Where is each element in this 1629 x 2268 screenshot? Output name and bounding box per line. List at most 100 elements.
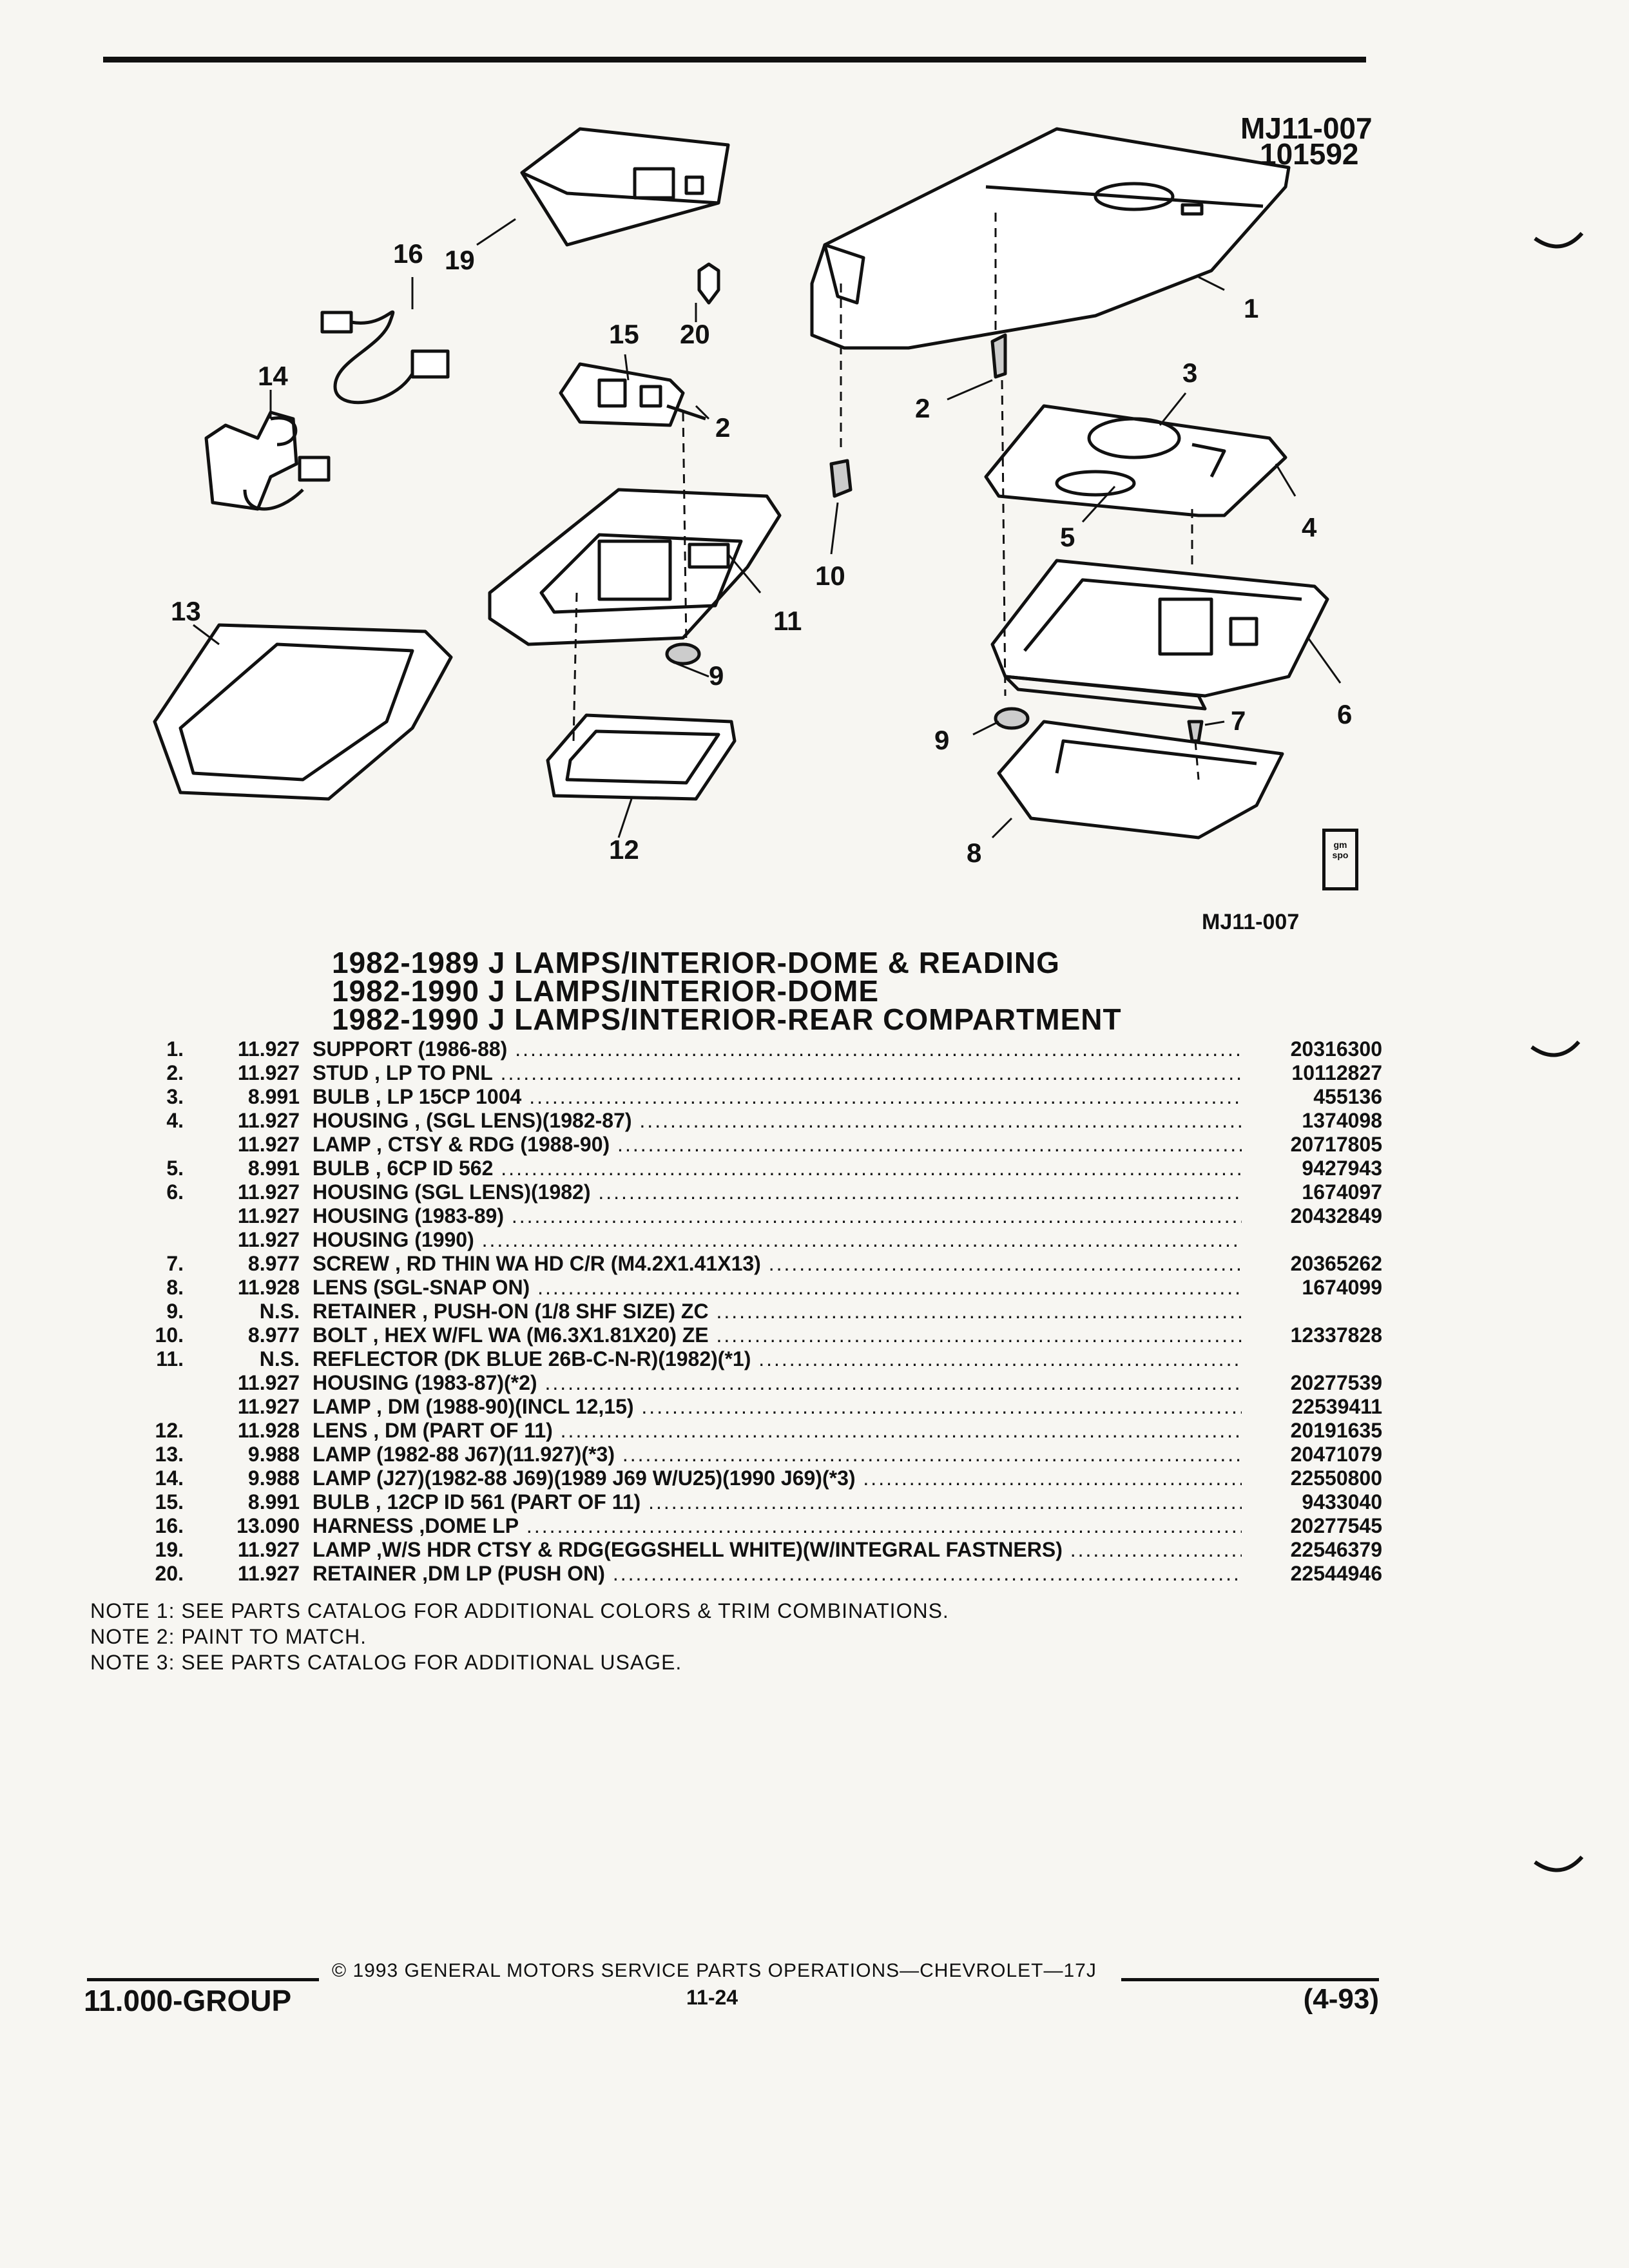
part-2-stud	[990, 333, 1007, 379]
page-footer: © 1993 GENERAL MOTORS SERVICE PARTS OPER…	[84, 1952, 1379, 2017]
part-description: RETAINER , PUSH-ON (1/8 SHF SIZE) ZC	[313, 1300, 1242, 1323]
figure-id-top: MJ11-007	[1240, 111, 1373, 145]
title-2: 1982-1990 J LAMPS/INTERIOR-DOME	[332, 974, 880, 1008]
part-item-number: 14.	[155, 1466, 184, 1490]
part-group-number: 11.927	[237, 1204, 300, 1227]
top-rule	[103, 57, 1366, 62]
part-description: STUD , LP TO PNL	[313, 1061, 1242, 1085]
part-group-number: 11.927	[237, 1061, 300, 1084]
callout-9a: 9	[709, 660, 724, 691]
part-number: 20432849	[1290, 1204, 1382, 1227]
part-8-lens	[997, 720, 1284, 840]
part-6-housing	[990, 559, 1329, 711]
note-1: NOTE 1: SEE PARTS CATALOG FOR ADDITIONAL…	[90, 1599, 949, 1622]
callout-11: 11	[773, 606, 802, 636]
part-group-number: N.S.	[259, 1347, 300, 1370]
exploded-parts-diagram	[153, 127, 1342, 840]
parts-row: 11.927 HOUSING (1990)	[139, 1228, 1382, 1252]
callout-15: 15	[609, 319, 639, 349]
part-description: HOUSING (SGL LENS)(1982)	[313, 1180, 1242, 1204]
callout-19: 19	[445, 245, 475, 275]
part-item-number: 19.	[155, 1538, 184, 1561]
part-group-number: 8.991	[247, 1157, 300, 1180]
part-group-number: 11.927	[237, 1133, 300, 1156]
footer-rule-right	[1121, 1978, 1379, 1981]
part-number: 20277545	[1290, 1514, 1382, 1537]
part-item-number: 1.	[166, 1037, 184, 1061]
part-item-number: 3.	[166, 1085, 184, 1108]
part-description: SUPPORT (1986-88)	[313, 1037, 1242, 1061]
part-number: 20717805	[1290, 1133, 1382, 1156]
part-description: LAMP , DM (1988-90)(INCL 12,15)	[313, 1395, 1242, 1419]
part-number: 20316300	[1290, 1037, 1382, 1061]
part-item-number: 9.	[166, 1300, 184, 1323]
part-number: 1374098	[1302, 1109, 1382, 1132]
binder-mark-3	[1534, 1856, 1584, 1872]
callout-6: 6	[1337, 699, 1353, 729]
part-description: SCREW , RD THIN WA HD C/R (M4.2X1.41X13)	[313, 1252, 1242, 1276]
part-description: LAMP , CTSY & RDG (1988-90)	[313, 1133, 1242, 1157]
part-20-retainer	[697, 262, 720, 305]
part-group-number: 11.927	[237, 1180, 300, 1204]
callout-16: 16	[393, 238, 423, 269]
part-group-number: 9.988	[247, 1466, 300, 1490]
callout-3: 3	[1182, 358, 1198, 388]
title-1: 1982-1989 J LAMPS/INTERIOR-DOME & READIN…	[332, 946, 1060, 979]
part-group-number: 11.927	[237, 1037, 300, 1061]
copyright: © 1993 GENERAL MOTORS SERVICE PARTS OPER…	[332, 1960, 1097, 1981]
part-group-number: 11.927	[237, 1562, 300, 1585]
part-number: 1674099	[1302, 1276, 1382, 1299]
part-description: LAMP (1982-88 J67)(11.927)(*3)	[313, 1443, 1242, 1466]
callout-12: 12	[609, 834, 639, 865]
part-description: LAMP (J27)(1982-88 J69)(1989 J69 W/U25)(…	[313, 1466, 1242, 1490]
part-group-number: 11.927	[237, 1228, 300, 1251]
group-label: 11.000-GROUP	[84, 1984, 292, 2017]
page-number: 11-24	[686, 1986, 738, 2009]
callout-8: 8	[967, 838, 982, 868]
parts-row: 11.927 HOUSING (1983-89) 20432849	[139, 1204, 1382, 1228]
part-description: BULB , 6CP ID 562	[313, 1157, 1242, 1180]
part-13-lamp	[153, 623, 453, 801]
part-group-number: 8.977	[247, 1323, 300, 1347]
part-number: 9433040	[1302, 1490, 1382, 1514]
part-description: HOUSING (1990)	[313, 1228, 1242, 1252]
part-12-lens	[546, 713, 737, 801]
part-group-number: 13.090	[236, 1514, 300, 1537]
part-group-number: 11.927	[237, 1371, 300, 1394]
part-group-number: 9.988	[247, 1443, 300, 1466]
part-description: LENS (SGL-SNAP ON)	[313, 1276, 1242, 1300]
part-group-number: 11.928	[237, 1276, 300, 1299]
callout-4: 4	[1302, 512, 1317, 543]
part-description: BULB , 12CP ID 561 (PART OF 11)	[313, 1490, 1242, 1514]
part-10-bolt	[829, 459, 853, 498]
part-11-housing	[488, 488, 782, 646]
note-2: NOTE 2: PAINT TO MATCH.	[90, 1625, 367, 1648]
callout-1: 1	[1244, 293, 1259, 323]
part-description: LENS , DM (PART OF 11)	[313, 1419, 1242, 1443]
part-number: 22546379	[1290, 1538, 1382, 1561]
part-item-number: 5.	[166, 1157, 184, 1180]
part-item-number: 4.	[166, 1109, 184, 1132]
part-number: 10112827	[1291, 1061, 1382, 1084]
part-description: BOLT , HEX W/FL WA (M6.3X1.81X20) ZE	[313, 1323, 1242, 1347]
part-group-number: 11.928	[237, 1419, 300, 1442]
part-14-lamp	[204, 410, 331, 511]
part-description: HOUSING (1983-89)	[313, 1204, 1242, 1228]
parts-row: 11.N.S.REFLECTOR (DK BLUE 26B-C-N-R)(198…	[139, 1347, 1382, 1371]
parts-row: 14. 9.988 LAMP (J27)(1982-88 J69)(1989 J69…	[139, 1466, 1382, 1490]
part-number: 22539411	[1291, 1395, 1382, 1418]
gm-spo-logo: gm spo	[1322, 829, 1358, 890]
callout-13: 13	[171, 596, 201, 626]
part-number: 20191635	[1290, 1419, 1382, 1442]
part-number: 12337828	[1290, 1323, 1382, 1347]
